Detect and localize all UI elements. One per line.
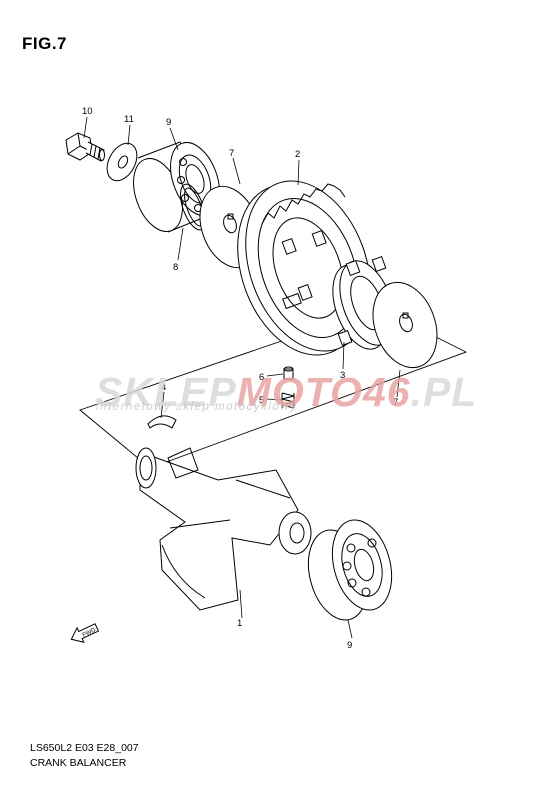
callout-5: 5 [259, 395, 264, 406]
callout-11: 11 [124, 114, 134, 125]
watermark-part-a: SKLEP [95, 369, 237, 415]
callout-1: 1 [237, 618, 242, 629]
pin-part-6 [283, 366, 294, 380]
shim-part-7-lower [372, 281, 438, 369]
fwd-label: FWD [82, 627, 98, 638]
key-part-4 [147, 415, 177, 429]
callout-3: 3 [340, 370, 345, 381]
callout-2: 2 [295, 149, 300, 160]
callout-9-lower: 9 [347, 640, 352, 651]
callout-7-lower: 7 [393, 397, 398, 408]
leader-lines [83, 116, 401, 639]
fwd-arrow-icon: FWD [70, 623, 100, 644]
bearing-part-9-lower [307, 519, 393, 621]
figure-code: LS650L2 E03 E28_007 [30, 742, 139, 754]
watermark-tagline: internetowy sklep motocyklowy [96, 401, 298, 413]
watermark-logo: SKLEPMOTO46.PL [95, 369, 477, 416]
callout-7-upper: 7 [229, 148, 234, 159]
spring-part-5 [281, 392, 295, 409]
callout-8: 8 [173, 262, 178, 273]
callout-labels: 10 11 9 7 2 8 6 5 3 7 4 1 9 [82, 106, 398, 651]
watermark-part-c: .PL [410, 369, 478, 415]
assembly-outline [79, 307, 468, 469]
callout-10: 10 [82, 106, 93, 117]
figure-caption: CRANK BALANCER [30, 757, 127, 769]
callout-4: 4 [161, 382, 166, 393]
callout-9-upper: 9 [166, 117, 171, 128]
callout-6: 6 [259, 372, 264, 383]
washer-part-11 [106, 142, 138, 182]
bolt-part-10 [65, 132, 105, 162]
watermark-part-b: MOTO46 [236, 369, 411, 415]
figure-title: FIG.7 [22, 34, 68, 53]
balancer-shaft-part-1 [135, 447, 312, 611]
